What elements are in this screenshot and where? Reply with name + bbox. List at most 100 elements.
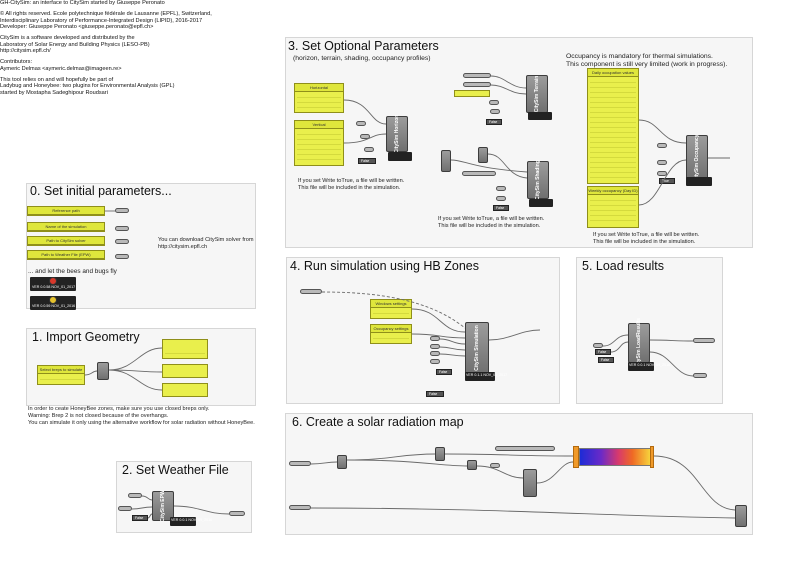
panel-brep-list[interactable] [162,383,208,397]
toggle-label: False [429,392,438,396]
group-optional-title: 3. Set Optional Parameters [288,39,439,53]
panel-rows [590,196,636,225]
panel-vertical[interactable]: Vertical [294,120,344,166]
relay-node[interactable] [356,121,366,126]
toggle-label: False [439,370,448,374]
area-component[interactable] [435,447,445,461]
boolean-toggle[interactable]: True [659,178,675,184]
relay-node[interactable] [490,109,500,114]
boolean-toggle[interactable]: False [598,357,614,363]
relay-node[interactable] [430,359,440,364]
output-node[interactable] [693,373,707,378]
panel-header: Occupancy settings [371,325,411,333]
relay-node[interactable] [115,208,129,213]
relay-node[interactable] [364,147,374,152]
wire [147,513,153,519]
citysim-horizon-component[interactable]: CitySim Horizon [386,115,408,153]
boolean-toggle[interactable]: False [595,349,611,355]
boolean-toggle[interactable]: False [132,515,148,521]
relay-node[interactable] [496,196,506,201]
wire [108,347,163,371]
toggle-label: False [135,516,144,520]
relay-node[interactable] [360,134,370,139]
panel-rows [297,130,341,163]
relay-node[interactable] [430,344,440,349]
relay-node[interactable] [289,505,311,510]
relay-node[interactable] [430,351,440,356]
panel-rows [165,349,205,356]
panel-horizontal[interactable]: Horizontal [294,83,344,113]
relay-node[interactable] [496,186,506,191]
panel-rows [590,78,636,181]
relay-node[interactable] [657,160,667,165]
boolean-toggle[interactable]: False [493,205,509,211]
panel-header: Path to Weather File (EPW) [28,251,104,259]
slider-node[interactable] [495,446,555,451]
mesh-component[interactable] [337,455,347,469]
hb-zones-input[interactable] [300,289,322,294]
relay-node[interactable] [115,254,129,259]
relay-node[interactable] [657,143,667,148]
deconstruct-component[interactable] [467,460,477,470]
relay-node[interactable] [289,461,311,466]
input-component[interactable] [478,147,488,163]
boolean-toggle[interactable]: False [486,119,502,125]
panel-reference-path[interactable]: Reference path [27,206,105,216]
panel-windows-settings[interactable]: Windows settings [370,299,412,319]
panel-rows [373,334,409,341]
panel-weekly-occupancy[interactable]: Weekly occupancy (Day ID) [587,186,639,228]
citysim-simulation-component[interactable]: CitySim Simulation [465,322,489,374]
group-initial-title: 0. Set initial parameters... [30,184,172,198]
relay-node[interactable] [115,226,129,231]
group-solar-radiation[interactable] [285,413,753,535]
wire [488,329,541,341]
citysim-shading-component[interactable]: CitySim Shading [527,160,549,200]
group-run-simulation[interactable] [286,257,560,404]
relay-node[interactable] [593,343,603,348]
panel-solver-path[interactable]: Path to CitySim solver [27,236,105,246]
boolean-toggle[interactable]: False [436,369,452,375]
ladybug-icon [49,277,57,285]
panel-simulation-name[interactable]: Name of the simulation [27,222,105,232]
preview-component[interactable] [735,505,747,527]
output-node[interactable] [229,511,245,516]
brep-component[interactable] [97,362,109,380]
slider-node[interactable] [462,171,496,176]
boolean-toggle[interactable]: False [358,158,376,164]
wire [343,99,387,125]
version-badge [170,517,196,526]
panel-rows [40,375,82,382]
version-badge [528,112,552,120]
wire [439,338,466,345]
panel-terrain-input[interactable] [454,90,490,97]
boolean-toggle[interactable]: False [426,391,444,397]
domain-component[interactable] [523,469,537,497]
slider-node[interactable] [463,82,491,87]
toggle-label: False [489,120,498,124]
panel-daily-occupation[interactable]: Daily occupation values [587,68,639,184]
relay-node[interactable] [657,171,667,176]
relay-node[interactable] [489,100,499,105]
citysim-epw-component[interactable]: CitySim EPW [152,490,174,522]
slider-node[interactable] [463,73,491,78]
relay-node[interactable] [115,239,129,244]
output-node[interactable] [693,338,715,343]
wire [490,75,527,89]
input-component[interactable] [441,150,451,172]
group-optional-parameters[interactable] [285,37,753,248]
wire [411,308,466,333]
panel-select-breps[interactable]: Select breps to simulate [37,365,85,385]
relay-node[interactable] [118,506,132,511]
version-label: VER 0.0.1 NOV_05_2016 [629,363,671,367]
panel-weather-path[interactable]: Path to Weather File (EPW) [27,250,105,260]
relay-node[interactable] [430,336,440,341]
relay-node[interactable] [490,463,500,468]
panel-occupancy-settings[interactable]: Occupancy settings [370,324,412,344]
version-label: VER 0.0.58 NOV_01_2017 [32,285,76,289]
panel-brep-list[interactable] [162,339,208,359]
panel-brep-list[interactable] [162,364,208,378]
relay-node[interactable] [128,493,142,498]
intro-rights: © All rights reserved. Ecole polytechniq… [0,11,212,30]
group-load-title: 5. Load results [582,259,664,273]
wire [346,453,436,461]
